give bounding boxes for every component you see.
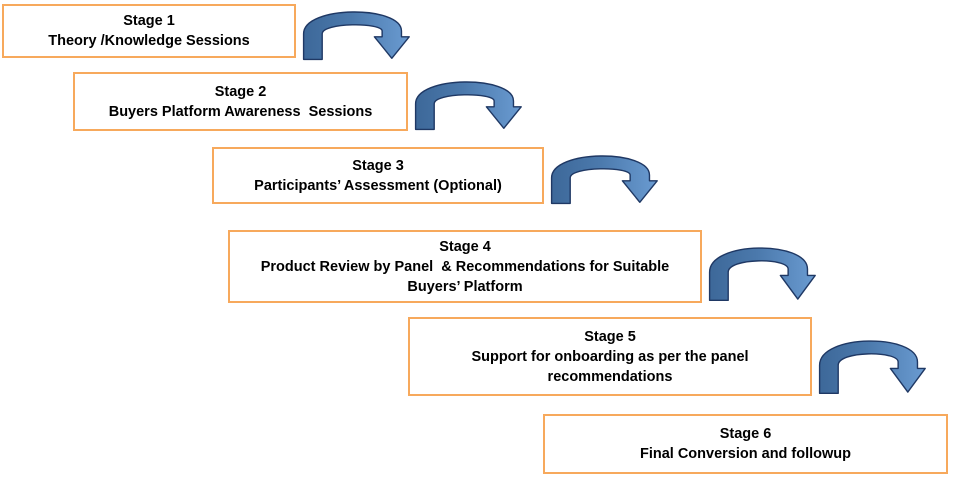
stage-description-3: Participants’ Assessment (Optional): [254, 177, 502, 194]
stage-title-2: Stage 2: [214, 83, 267, 100]
stage-box-5[interactable]: Stage 5 Support for onboarding as per the…: [408, 317, 812, 396]
stage-description-1: Theory /Knowledge Sessions: [48, 33, 250, 49]
stage-title-1: Stage 1: [123, 13, 175, 29]
curved-arrow-icon: [545, 146, 665, 205]
stage-description-4: Product Review by Panel & Recommendation…: [260, 258, 674, 295]
stage-title-6: Stage 6: [719, 426, 772, 442]
curved-arrow-icon: [703, 237, 823, 302]
stage-box-4[interactable]: Stage 4 Product Review by Panel & Recomme…: [228, 230, 702, 303]
curved-arrow-icon: [409, 72, 529, 131]
curved-arrow-icon: [297, 2, 417, 61]
stage-box-2[interactable]: Stage 2 Buyers Platform Awareness Session…: [73, 72, 408, 131]
curved-arrow-icon: [813, 330, 933, 395]
stage-box-6[interactable]: Stage 6 Final Conversion and followup: [543, 414, 948, 474]
stage-description-6: Final Conversion and followup: [639, 446, 852, 462]
stage-title-5: Stage 5: [584, 328, 636, 345]
stage-box-3[interactable]: Stage 3 Participants’ Assessment (Optiona…: [212, 147, 544, 204]
stage-description-2: Buyers Platform Awareness Sessions: [108, 103, 373, 120]
stage-box-1[interactable]: Stage 1 Theory /Knowledge Sessions: [2, 4, 296, 58]
stage-description-5: Support for onboarding as per the panel …: [471, 348, 753, 385]
stage-title-4: Stage 4: [439, 238, 491, 255]
stage-title-3: Stage 3: [352, 157, 404, 174]
